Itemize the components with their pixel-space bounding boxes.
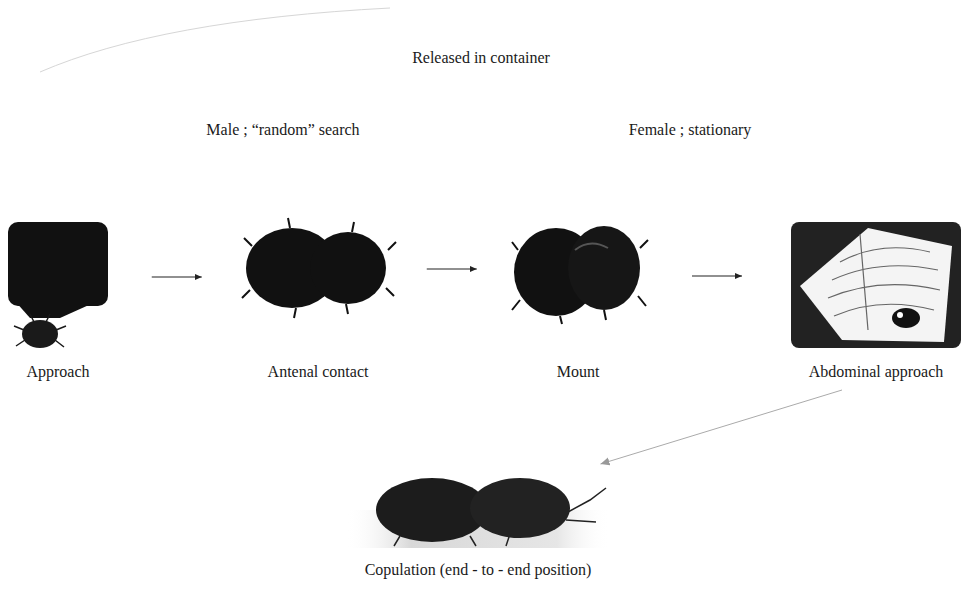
caption-row: Approach: [8, 362, 108, 382]
sequence-arrow: [427, 268, 477, 269]
body-highlight: [575, 243, 608, 250]
beetle-legs: [242, 218, 396, 318]
beetle-legs: [14, 314, 66, 347]
beetle-legs: [512, 240, 648, 324]
beetle-legs: [394, 488, 606, 546]
photo-light-area: [800, 228, 952, 342]
stage-caption: Copulation (end - to - end position): [365, 560, 592, 580]
stage-caption: Approach: [26, 362, 89, 382]
beetle-silhouette: [470, 478, 570, 538]
container-neck: [14, 300, 100, 318]
beetle-silhouette: [310, 232, 386, 304]
stage-caption: Antenal contact: [268, 362, 369, 382]
caption-row: Copulation (end - to - end position): [346, 560, 611, 580]
photo-node: Abdominal approach: [791, 222, 961, 382]
heading-label: Released in container: [412, 48, 550, 68]
contour-lines: [828, 234, 940, 330]
photo-node: Approach: [8, 222, 108, 382]
photo-node: Mount: [513, 216, 643, 382]
photo-node: Antenal contact: [246, 220, 391, 382]
photo-node: Copulation (end - to - end position): [346, 468, 611, 580]
approach-photo: [8, 222, 108, 348]
copulation-photo: [345, 478, 610, 548]
abdominal-approach-photo: [791, 222, 961, 348]
beetle-spot: [897, 312, 903, 318]
faint-arc: [40, 8, 390, 72]
diagonal-arrow: [601, 390, 843, 464]
heading-label: Male ; “random” search: [206, 120, 359, 140]
stage-caption: Mount: [557, 362, 600, 382]
sequence-arrow: [152, 276, 202, 277]
caption-row: Abdominal approach: [791, 362, 961, 382]
photo-ground: [791, 222, 961, 348]
beetle-silhouette: [22, 320, 58, 348]
caption-row: Antenal contact: [246, 362, 391, 382]
caption-row: Mount: [513, 362, 643, 382]
stage-caption: Abdominal approach: [809, 362, 944, 382]
sequence-arrow: [692, 275, 742, 276]
antennal-contact-photo: [242, 218, 396, 318]
beetle-silhouette: [568, 226, 640, 310]
container-silhouette: [8, 222, 108, 306]
beetle-silhouette: [892, 308, 920, 328]
heading-label: Female ; stationary: [629, 120, 752, 140]
mount-photo: [512, 226, 648, 324]
